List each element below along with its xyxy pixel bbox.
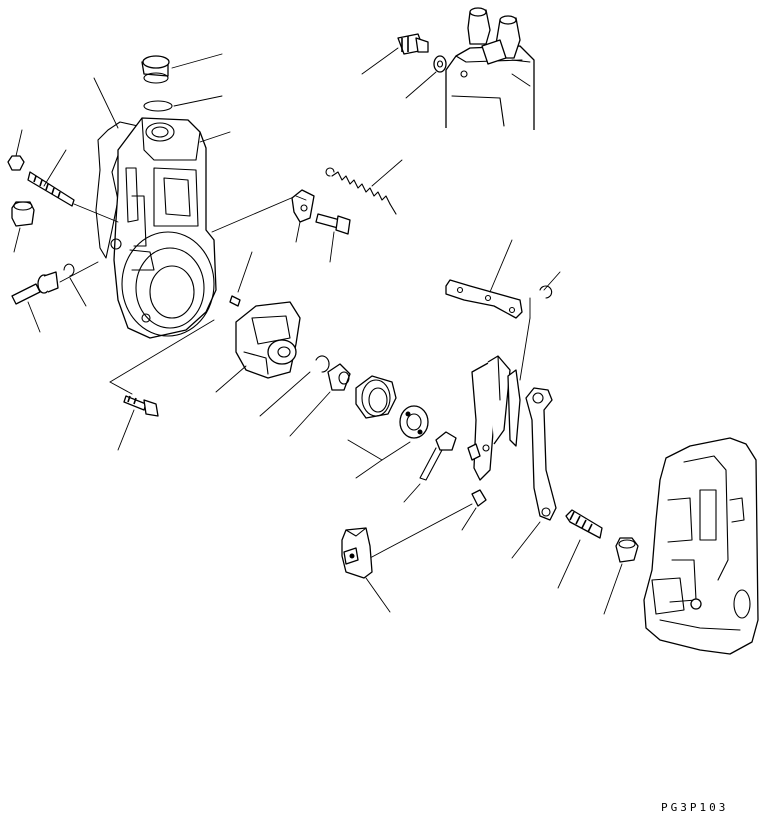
air-plug [361, 33, 429, 75]
injection-pump [445, 7, 535, 130]
bracket-bottom [341, 527, 391, 613]
snap-ring-left [63, 263, 87, 307]
flyweight-assembly [215, 301, 301, 393]
shaft-bolt [403, 431, 457, 503]
drawing-code: PG3P103 [661, 801, 729, 814]
washer-top [405, 55, 447, 99]
leader-bearing-group [347, 439, 383, 461]
bearing-inner [399, 405, 429, 439]
leader-bracket [295, 195, 307, 201]
leader-bearing-group [355, 459, 383, 479]
bearing-outer [355, 375, 397, 419]
o-ring [143, 95, 223, 112]
leader-housing-link [211, 195, 297, 233]
mounting-bolt [109, 319, 215, 451]
bolt-small [315, 213, 351, 263]
governor-cover [643, 437, 759, 655]
lever-bolt [369, 489, 487, 559]
spring [325, 159, 403, 215]
adjust-screw [557, 509, 603, 589]
collar-bolt [11, 261, 99, 333]
leader-housing [93, 77, 119, 129]
governor-lever [467, 355, 521, 481]
stud-bolt [27, 149, 119, 223]
lock-nut [603, 537, 639, 615]
pin [229, 251, 253, 307]
cap-nut [11, 201, 35, 253]
bracket-small [291, 189, 315, 243]
link-plate [445, 239, 523, 319]
snap-ring [259, 355, 330, 417]
nut-small [7, 129, 25, 171]
leader-housing-port [199, 131, 231, 143]
plug [141, 53, 223, 84]
governor-housing [95, 117, 217, 339]
tension-lever [511, 387, 557, 559]
sleeve [289, 363, 351, 437]
clip [519, 271, 561, 381]
leader-bearing-group [381, 441, 411, 461]
